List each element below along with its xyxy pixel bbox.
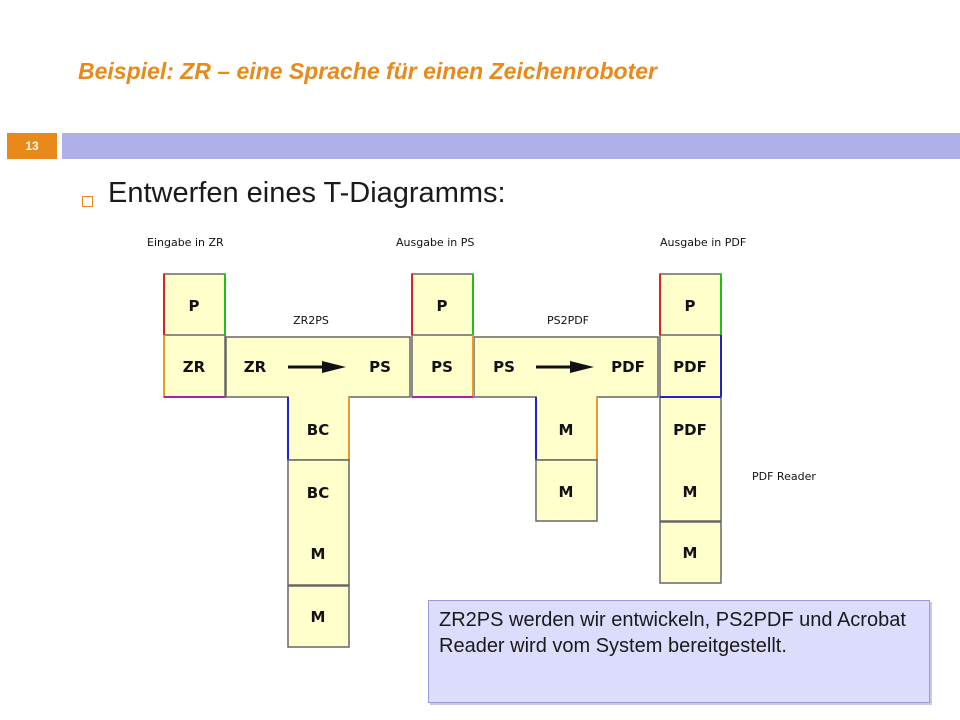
label-p3: P xyxy=(685,297,696,315)
label-ps-target: PS xyxy=(369,358,391,376)
caption-input: Eingabe in ZR xyxy=(147,236,224,249)
program-block-zr xyxy=(163,273,226,398)
machine-bc-interpreter xyxy=(287,459,350,586)
machine-m-reader xyxy=(659,521,722,584)
bullet-square-icon xyxy=(82,196,93,207)
program-block-ps xyxy=(411,273,474,398)
label-ps-source: PS xyxy=(493,358,515,376)
label-pdf-program: PDF xyxy=(673,358,707,376)
label-zr-source: ZR xyxy=(244,358,267,376)
label-p1: P xyxy=(189,297,200,315)
label-ps-program: PS xyxy=(431,358,453,376)
caption-output-ps: Ausgabe in PS xyxy=(396,236,474,249)
label-bc-machine: BC xyxy=(307,484,329,502)
label-zr-program: ZR xyxy=(183,358,206,376)
t-shape-zr2ps xyxy=(225,336,411,461)
slide-number: 13 xyxy=(7,133,57,159)
label-pdf-reader: PDF xyxy=(673,421,707,439)
arrow-right-icon xyxy=(288,361,346,373)
machine-m-ps2pdf xyxy=(535,459,598,522)
caption-ps2pdf: PS2PDF xyxy=(547,314,589,327)
caption-pdf-reader: PDF Reader xyxy=(752,470,816,483)
label-p2: P xyxy=(437,297,448,315)
machine-m-base xyxy=(287,585,350,648)
label-m-ps2pdf: M xyxy=(559,483,574,501)
label-m-bc: M xyxy=(311,545,326,563)
label-bc-impl: BC xyxy=(307,421,329,439)
note-box: ZR2PS werden wir entwickeln, PS2PDF und … xyxy=(428,600,930,703)
label-pdf-target: PDF xyxy=(611,358,645,376)
pdf-reader-block xyxy=(659,396,722,522)
label-m-reader-machine: M xyxy=(683,544,698,562)
bullet-text: Entwerfen eines T-Diagramms: xyxy=(108,177,506,209)
t-shape-ps2pdf xyxy=(473,336,659,461)
label-m-impl: M xyxy=(559,421,574,439)
caption-output-pdf: Ausgabe in PDF xyxy=(660,236,746,249)
slide-title: Beispiel: ZR – eine Sprache für einen Ze… xyxy=(78,58,657,84)
label-m-base: M xyxy=(311,608,326,626)
arrow-right-icon xyxy=(536,361,594,373)
program-block-pdf xyxy=(659,273,722,398)
label-m-reader: M xyxy=(683,483,698,501)
caption-zr2ps: ZR2PS xyxy=(293,314,329,327)
header-rule xyxy=(62,133,960,159)
